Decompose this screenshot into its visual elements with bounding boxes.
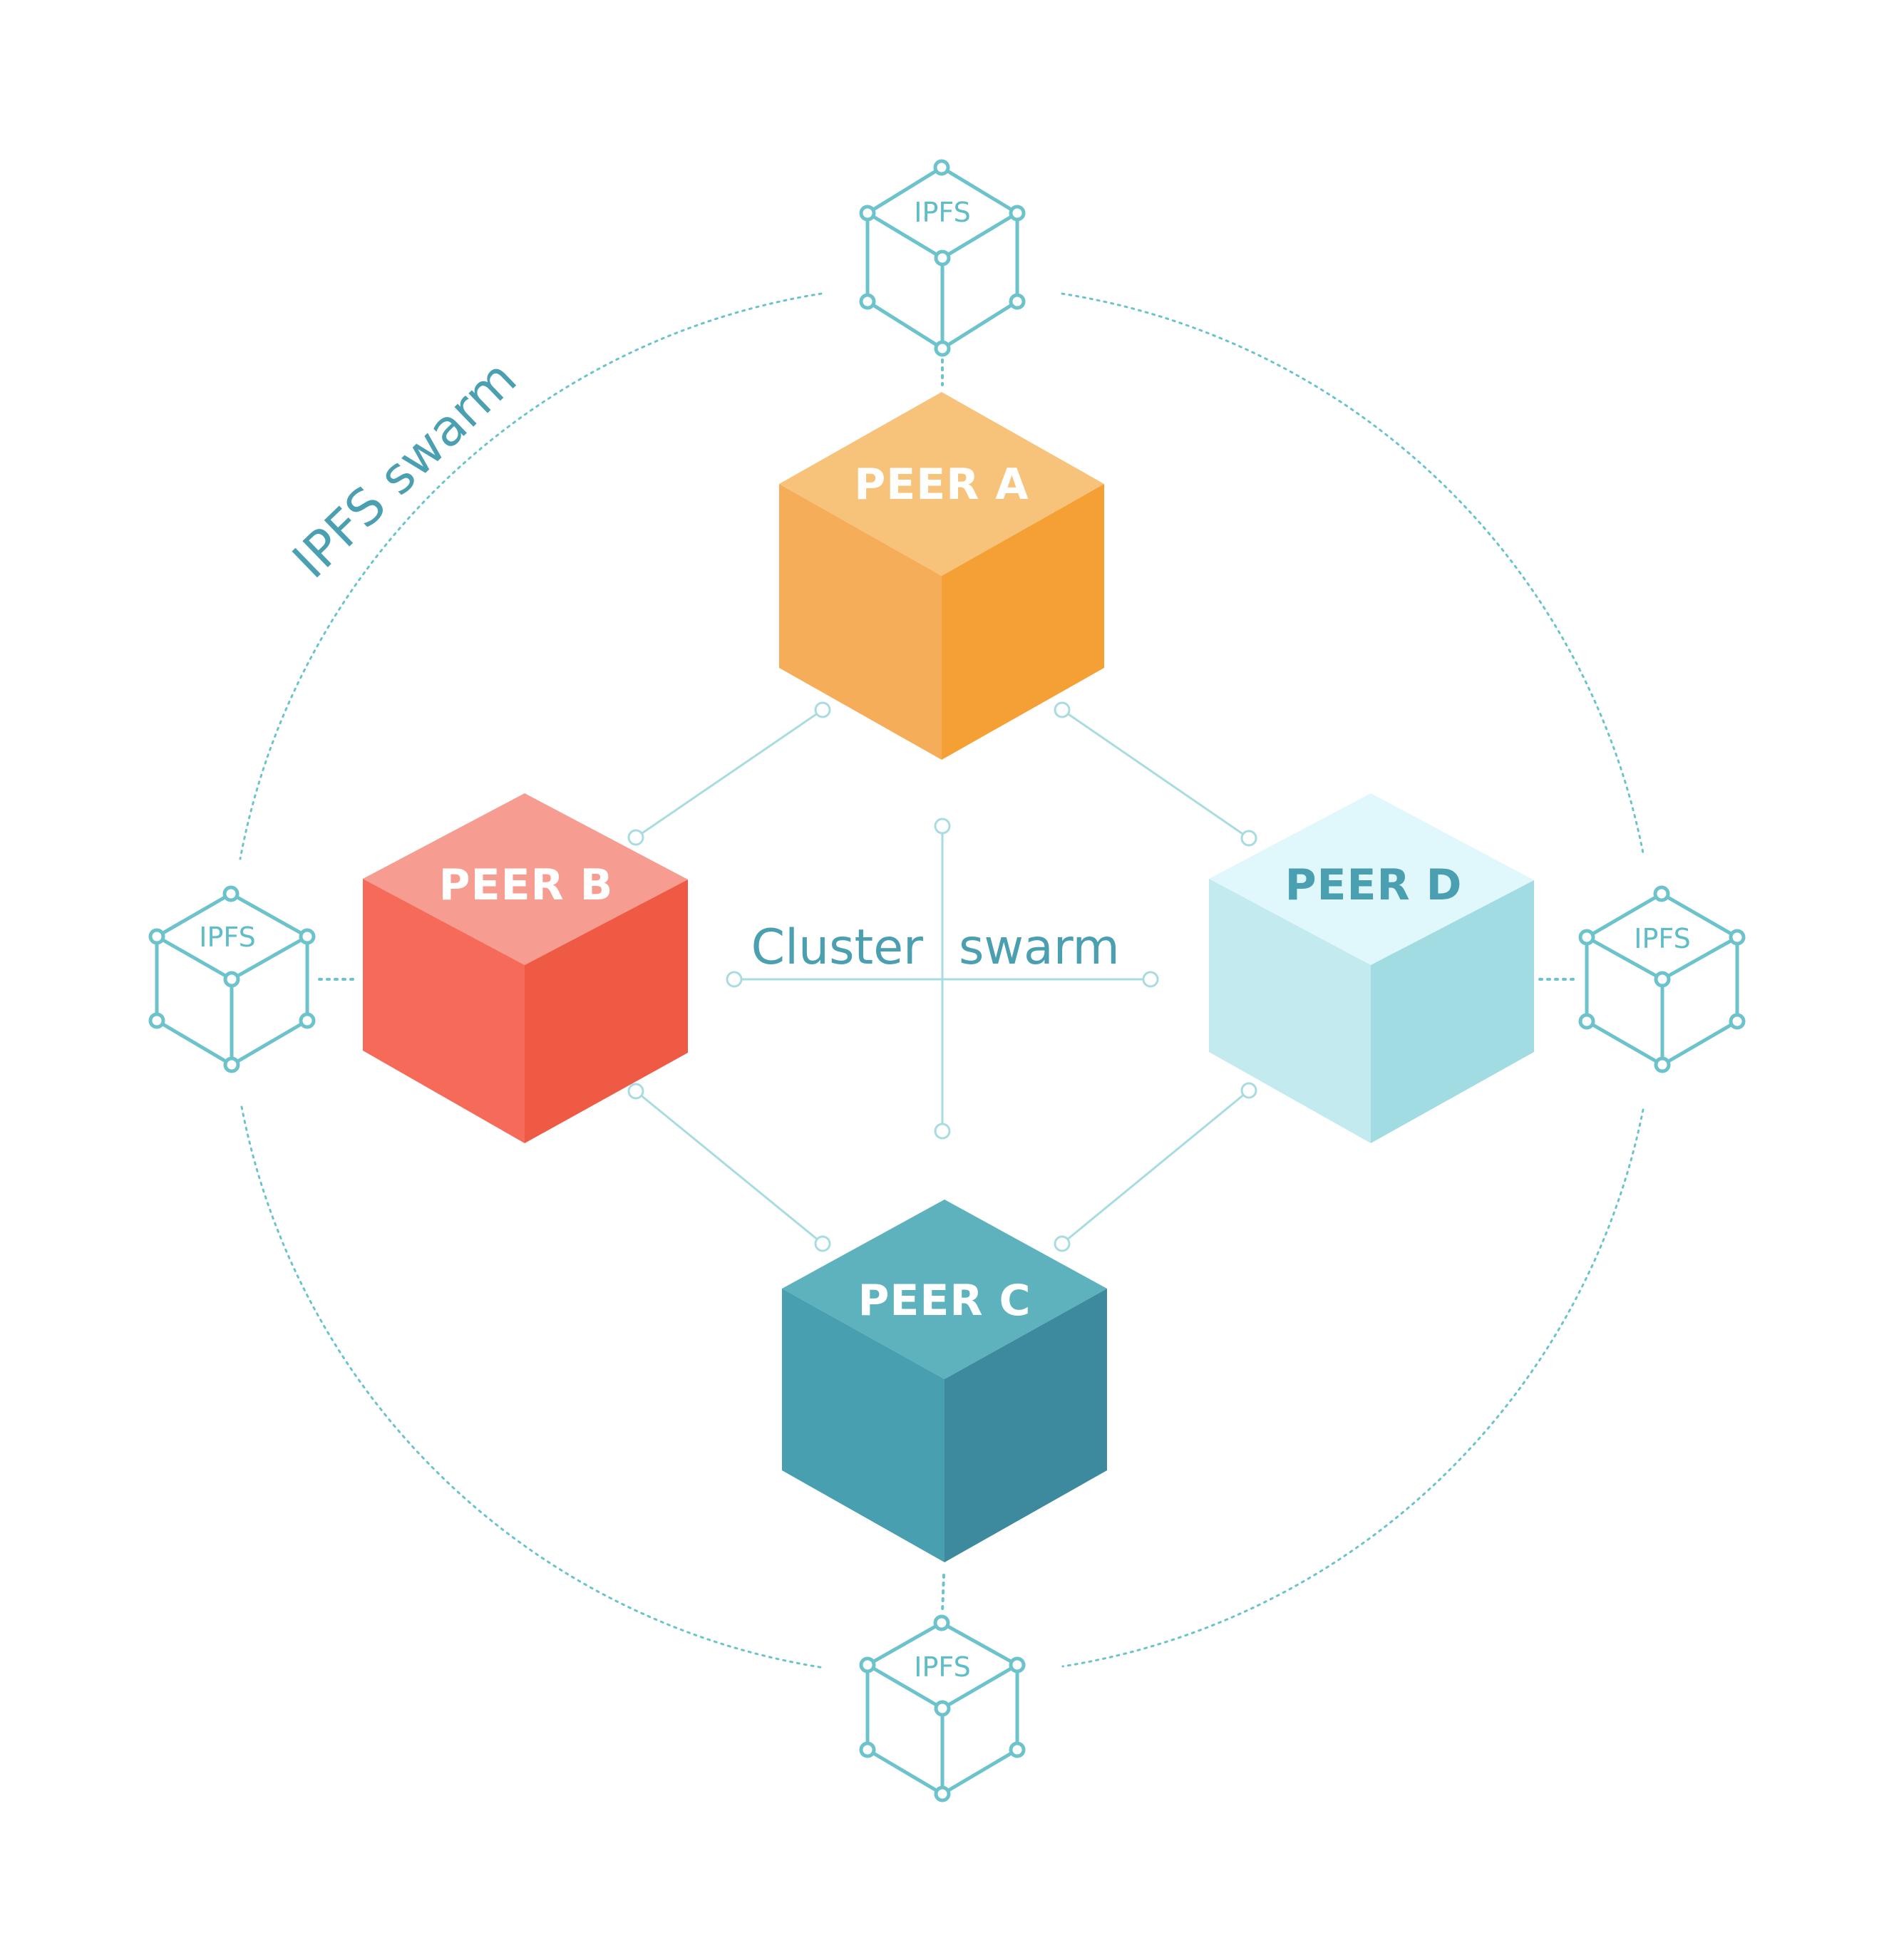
- ipfs-node-bottom[interactable]: IPFS: [859, 1614, 1026, 1802]
- peer-d-label: PEER D: [1285, 860, 1463, 910]
- peer-c-right-face: [945, 1289, 1107, 1562]
- peer-c-cube[interactable]: PEER C: [782, 1200, 1107, 1562]
- ipfs-vertex-nodes: [1578, 885, 1746, 1073]
- cluster-label-right: swarm: [959, 919, 1120, 976]
- peer-c-left-face: [782, 1289, 945, 1562]
- ipfs-swarm-ring: [239, 292, 1645, 1669]
- peer-d-cube[interactable]: PEER D: [1209, 793, 1534, 1143]
- peer-a-cube[interactable]: PEER A: [779, 392, 1104, 760]
- ipfs-swarm-label: IPFS swarm: [282, 349, 527, 590]
- ipfs-peer-stems: [318, 359, 1575, 1614]
- ipfs-label-left: IPFS: [199, 922, 255, 953]
- ipfs-node-right[interactable]: IPFS: [1578, 885, 1746, 1073]
- cluster-swarm-cross: [726, 817, 1159, 1140]
- peer-b-label: PEER B: [439, 860, 614, 910]
- peer-a-left-face: [779, 484, 942, 760]
- ipfs-label-bottom: IPFS: [914, 1651, 970, 1683]
- ipfs-vertex-nodes: [859, 1614, 1026, 1802]
- peer-b-right-face: [525, 880, 688, 1143]
- cluster-links: [627, 701, 1257, 1252]
- peer-c-top-face: [782, 1200, 1107, 1379]
- peer-d-left-face: [1209, 879, 1371, 1143]
- ipfs-node-top[interactable]: IPFS: [859, 159, 1026, 357]
- peer-a-right-face: [942, 484, 1104, 760]
- peer-d-top-face: [1209, 793, 1534, 965]
- cluster-label-left: Cluster: [751, 919, 923, 976]
- peer-a-label: PEER A: [854, 460, 1029, 510]
- ipfs-node-left[interactable]: IPFS: [148, 885, 316, 1073]
- ipfs-vertex-nodes: [859, 159, 1026, 357]
- peer-c-label: PEER C: [858, 1276, 1031, 1326]
- peer-b-cube[interactable]: PEER B: [363, 793, 688, 1143]
- peer-b-left-face: [363, 879, 525, 1143]
- peer-d-right-face: [1371, 880, 1534, 1143]
- ipfs-label-top: IPFS: [914, 197, 970, 228]
- ipfs-label-right: IPFS: [1634, 923, 1690, 954]
- ipfs-vertex-nodes: [148, 885, 316, 1073]
- peer-b-top-face: [363, 793, 688, 965]
